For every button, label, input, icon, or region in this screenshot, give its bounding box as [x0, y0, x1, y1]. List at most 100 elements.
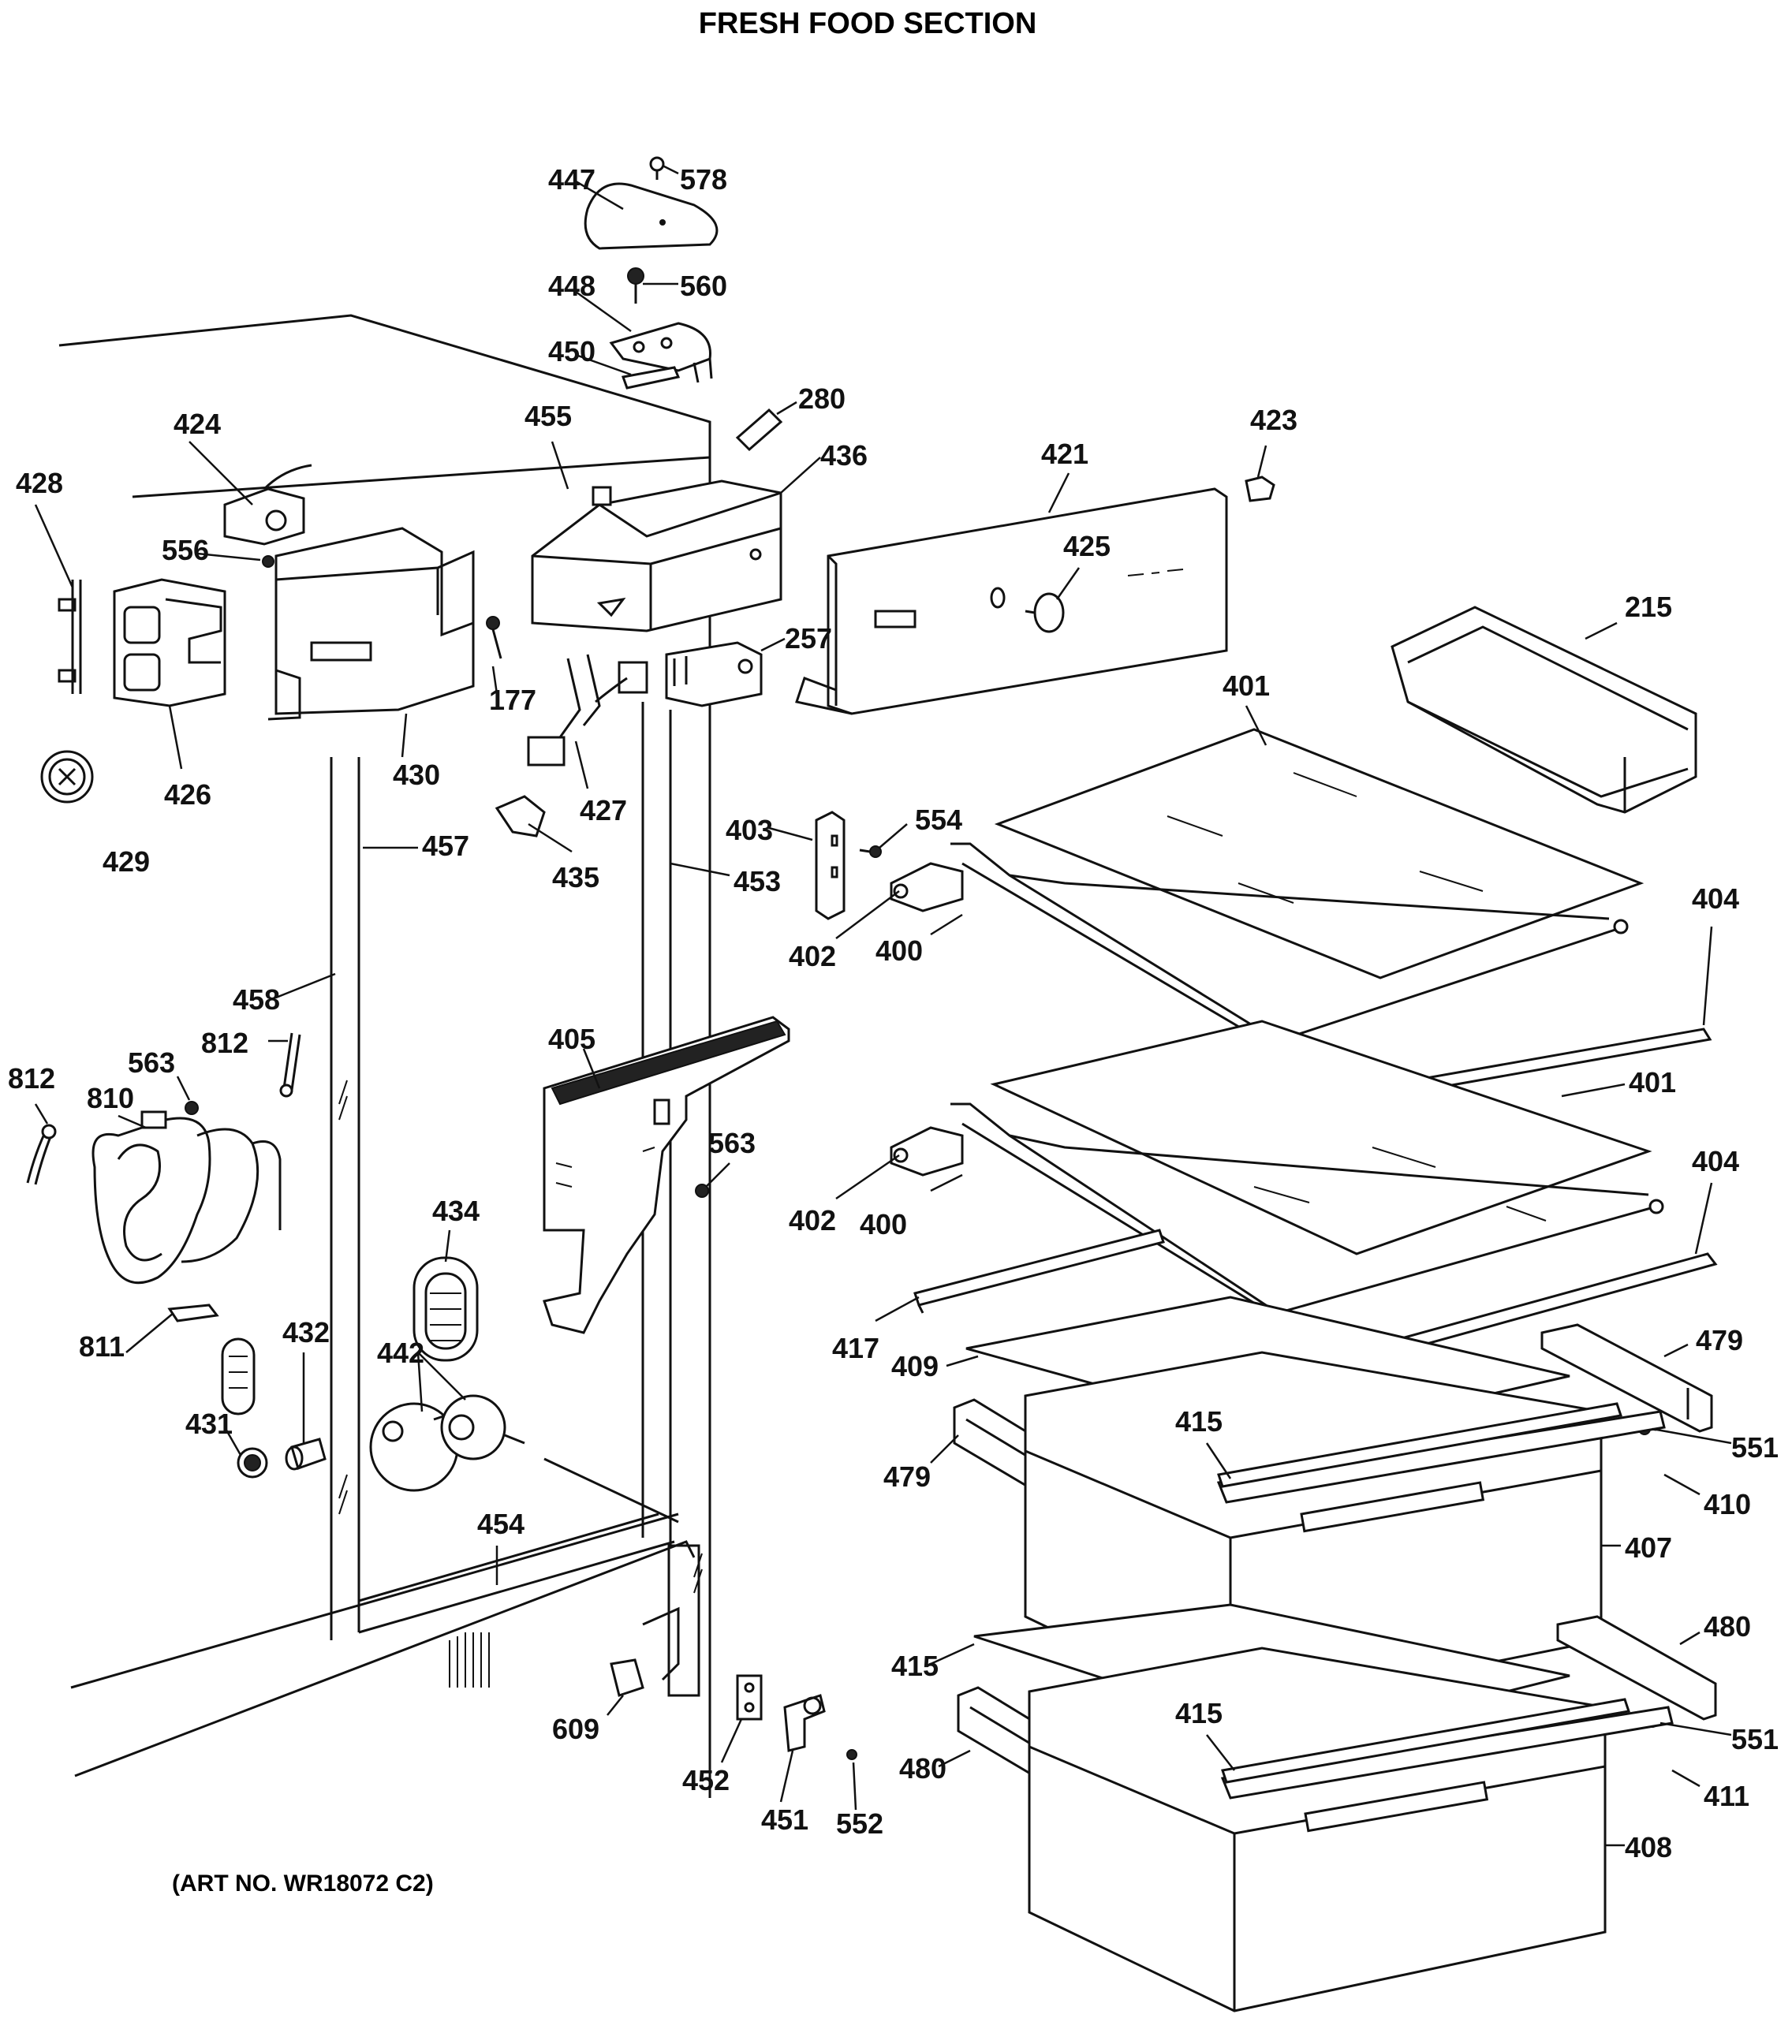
shelf-bracket-403 [815, 811, 846, 920]
screw-563-right [695, 1184, 709, 1198]
callout-552: 552 [836, 1807, 883, 1840]
hinge-451 [783, 1694, 826, 1752]
callout-458: 458 [233, 983, 280, 1016]
screw-554 [859, 845, 882, 858]
callout-480-left: 480 [899, 1752, 946, 1785]
callout-479-right: 479 [1696, 1324, 1743, 1356]
callout-409: 409 [891, 1350, 939, 1382]
callout-436: 436 [820, 439, 868, 472]
callout-454: 454 [477, 1508, 525, 1540]
callout-415-bottom: 415 [1175, 1697, 1223, 1729]
knob-429 [40, 750, 94, 804]
callout-560: 560 [680, 270, 727, 302]
callout-442: 442 [377, 1337, 424, 1369]
callout-551-lower: 551 [1731, 1723, 1779, 1755]
hinge-cover-447 [584, 182, 719, 250]
slide-rail-479-right [1540, 1323, 1713, 1433]
bushing-423 [1245, 476, 1275, 502]
knob-425 [1025, 592, 1065, 633]
callout-403: 403 [726, 814, 773, 846]
screw-552 [846, 1749, 857, 1760]
control-housing-436 [531, 479, 782, 632]
callout-457: 457 [422, 830, 469, 862]
callout-labels: 447 578 448 560 450 280 424 455 436 421 … [8, 163, 1779, 1863]
callout-404-top: 404 [1692, 882, 1739, 915]
wire-harness-427 [527, 654, 648, 766]
callout-609: 609 [552, 1713, 599, 1745]
shelf-support-402-top [890, 862, 964, 912]
lamp-socket-426 [113, 578, 226, 707]
callout-177: 177 [489, 684, 536, 716]
callout-407: 407 [1625, 1531, 1672, 1564]
screw-563-left [185, 1101, 199, 1115]
plate-452 [736, 1674, 763, 1721]
callout-479-left: 479 [883, 1460, 931, 1493]
cover-431 [221, 1337, 256, 1416]
rail-417 [913, 1229, 1165, 1314]
callout-408: 408 [1625, 1831, 1672, 1863]
shim-450 [621, 366, 681, 390]
callout-429: 429 [103, 845, 150, 878]
thermostat-442 [369, 1394, 525, 1492]
art-number: (ART NO. WR18072 C2) [172, 1871, 434, 1897]
callout-425: 425 [1063, 530, 1111, 562]
control-panel-421 [795, 487, 1228, 715]
callout-432: 432 [282, 1316, 330, 1348]
callout-401-top: 401 [1223, 670, 1270, 702]
sleeve-432 [285, 1438, 327, 1471]
part-609 [610, 1658, 644, 1697]
shelf-415-top [1217, 1402, 1622, 1488]
diagram-title: FRESH FOOD SECTION [699, 7, 1037, 40]
callout-405: 405 [548, 1023, 595, 1055]
screw-556 [262, 555, 274, 568]
callout-402-second: 402 [789, 1204, 836, 1236]
callout-448: 448 [548, 270, 595, 302]
callout-410: 410 [1704, 1488, 1751, 1520]
callout-563-right: 563 [708, 1127, 756, 1159]
shelf-support-402-second [890, 1126, 964, 1177]
callout-811: 811 [79, 1330, 125, 1363]
callout-428: 428 [16, 467, 63, 499]
callout-423: 423 [1250, 404, 1297, 436]
spine-bin-215 [1391, 606, 1697, 814]
callout-421: 421 [1041, 438, 1088, 470]
callout-400-second: 400 [860, 1208, 907, 1240]
callout-810: 810 [87, 1082, 134, 1114]
bracket-428 [58, 580, 82, 694]
air-duct-405 [543, 1016, 790, 1334]
callout-812-left: 812 [8, 1062, 55, 1095]
shelf-frame-400-second [950, 1102, 1664, 1329]
screw-177 [486, 616, 502, 659]
callout-450: 450 [548, 335, 595, 367]
bushing-280 [735, 408, 783, 452]
callout-431: 431 [185, 1408, 233, 1440]
callout-453: 453 [734, 865, 781, 897]
callout-455: 455 [525, 400, 572, 432]
screw-578 [649, 156, 665, 180]
callout-452: 452 [682, 1764, 730, 1796]
leader-lines [34, 164, 1732, 1847]
callout-280: 280 [798, 382, 846, 415]
timer-257 [665, 641, 763, 707]
callout-578: 578 [680, 163, 727, 196]
callout-411: 411 [1704, 1780, 1749, 1812]
crisper-drawer-408 [1028, 1647, 1607, 2012]
cap-431-knob [237, 1447, 268, 1479]
callout-551-top: 551 [1731, 1431, 1779, 1464]
callout-426: 426 [164, 778, 211, 811]
hinge-448 [609, 322, 713, 383]
callout-435: 435 [552, 861, 599, 893]
slide-rail-480-right [1556, 1615, 1717, 1721]
callout-415-top: 415 [1175, 1405, 1223, 1438]
callout-404-second: 404 [1692, 1145, 1739, 1177]
shelf-415-lower [1221, 1698, 1630, 1784]
callout-480-right: 480 [1704, 1610, 1751, 1643]
callout-563-left: 563 [128, 1046, 175, 1079]
callout-401-second: 401 [1629, 1066, 1676, 1098]
callout-447: 447 [548, 163, 595, 196]
tube-812-right [279, 1032, 301, 1098]
callout-554: 554 [915, 804, 962, 836]
callout-812-right: 812 [201, 1027, 248, 1059]
